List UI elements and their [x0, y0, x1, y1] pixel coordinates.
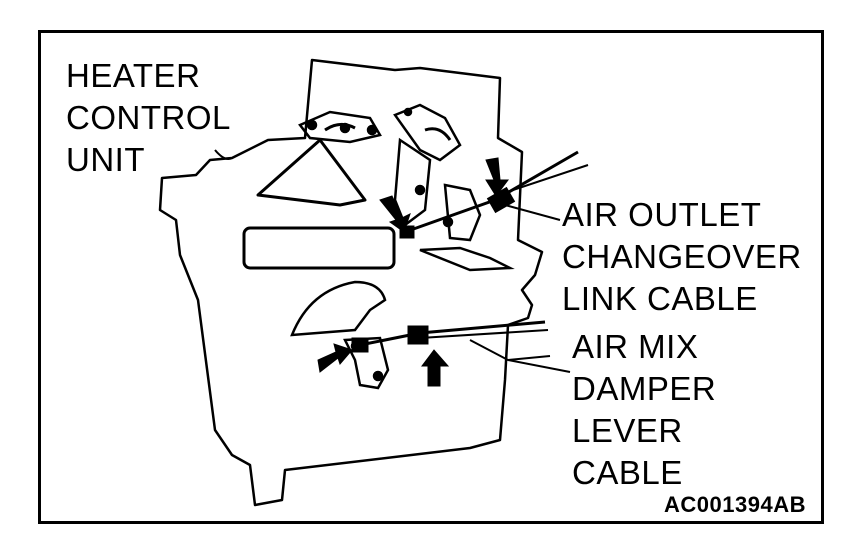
- air-mix-damper-mechanism: [290, 280, 390, 390]
- upper-link-mechanism: [298, 103, 515, 272]
- label-line: LINK CABLE: [562, 280, 758, 317]
- label-line: HEATER: [66, 57, 201, 94]
- triangular-opening: [256, 138, 367, 207]
- label-line: UNIT: [66, 141, 145, 178]
- heater-housing: [158, 58, 544, 507]
- diagram-frame: [38, 30, 824, 524]
- heater-control-unit-label: HEATER CONTROL UNIT: [66, 55, 231, 181]
- figure-code: AC001394AB: [664, 492, 806, 517]
- air-mix-leader-line: [507, 359, 571, 373]
- label-line: CABLE: [572, 454, 683, 491]
- air-outlet-cable-label: AIR OUTLET CHANGEOVER LINK CABLE: [562, 194, 802, 320]
- label-line: AIR MIX: [572, 328, 699, 365]
- label-line: AIR OUTLET: [562, 196, 762, 233]
- label-line: DAMPER: [572, 370, 717, 407]
- air-mix-cable: [351, 320, 551, 362]
- cable-clamp-icon: [407, 325, 429, 345]
- air-mix-cable-label: AIR MIX DAMPER LEVER CABLE: [572, 326, 716, 494]
- heater-unit-leader-line: [214, 149, 233, 160]
- label-line: CHANGEOVER: [562, 238, 802, 275]
- rectangular-duct: [242, 226, 396, 270]
- label-line: LEVER: [572, 412, 683, 449]
- arrow-icon: [317, 343, 450, 387]
- cable-end-icon: [351, 337, 369, 353]
- label-line: CONTROL: [66, 99, 231, 136]
- arrow-icon: [379, 157, 509, 233]
